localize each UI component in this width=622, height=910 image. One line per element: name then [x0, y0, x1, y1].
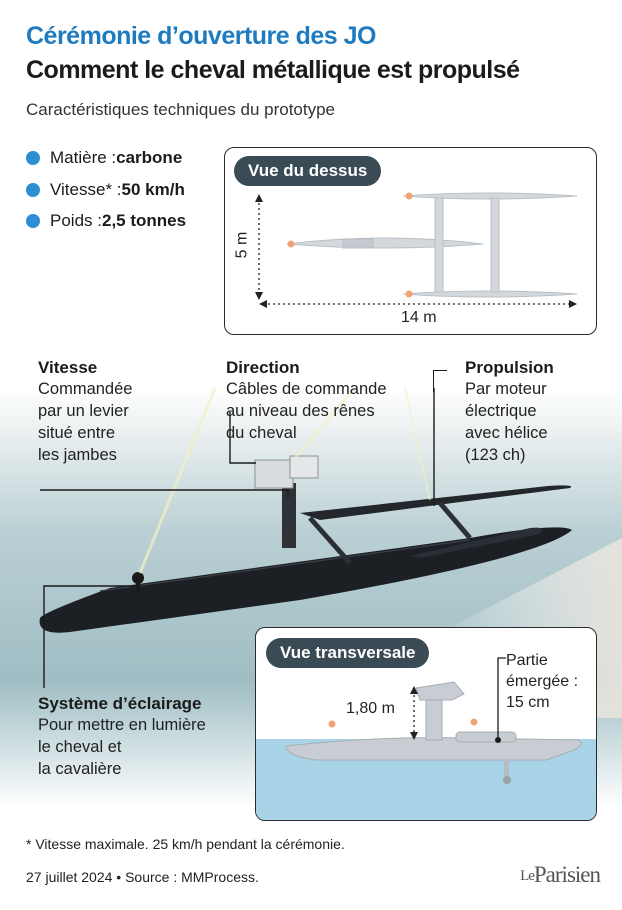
le-parisien-logo: LeParisien [520, 862, 601, 888]
cross-view-panel: Vue transversale 1,80 m Partie émergée :… [255, 627, 597, 821]
callout-line: du cheval [226, 424, 297, 442]
outrigger-float [300, 485, 572, 520]
top-float-lower [402, 290, 578, 298]
callout-line: situé entre [38, 424, 116, 442]
spec-speed: Vitesse* : 50 km/h [26, 180, 185, 200]
spec-label: Matière : [50, 148, 117, 167]
logo-le: Le [520, 868, 535, 884]
cross-deck [455, 731, 517, 743]
height-label: 1,80 m [346, 700, 395, 717]
emerged-line: émergée : [506, 673, 579, 690]
callout-vitesse: Vitesse Commandée par un levier situé en… [38, 358, 132, 466]
spec-value: 50 km/h [121, 180, 185, 199]
title-line-1: Cérémonie d’ouverture des JO [26, 22, 377, 50]
light-icon [287, 240, 295, 248]
top-crossbar-2 [490, 197, 500, 293]
emerged-leader-line [497, 657, 506, 740]
arrow-left-icon [259, 300, 267, 308]
light-icon [470, 718, 478, 726]
side-float [410, 527, 543, 558]
light-icon [405, 290, 413, 298]
top-main-hull [286, 237, 484, 249]
emerged-label: Partie émergée : 15 cm [506, 650, 578, 713]
callout-direction: Direction Câbles de commande au niveau d… [226, 358, 387, 444]
callout-line: avec hélice [465, 424, 548, 442]
top-view-pill: Vue du dessus [234, 156, 382, 186]
spec-value: 2,5 tonnes [101, 211, 187, 230]
emerged-line: 15 cm [506, 694, 550, 711]
cross-hull [285, 737, 582, 761]
arrow-down-icon [255, 292, 263, 300]
callout-title: Direction [226, 358, 300, 377]
logo-name: Parisien [533, 862, 601, 887]
top-float-upper [402, 192, 578, 200]
top-crossbar-1 [434, 197, 444, 293]
propulsion-leader-vertical [433, 370, 435, 392]
cross-mechanism [415, 681, 465, 701]
spec-material: Matière : carbone [26, 148, 182, 168]
arrow-up-icon [255, 194, 263, 202]
emerged-line: Partie [506, 652, 548, 669]
callout-propulsion: Propulsion Par moteur électrique avec hé… [465, 358, 554, 466]
callout-line: (123 ch) [465, 446, 526, 464]
steering-post [282, 483, 296, 548]
callout-line: les jambes [38, 446, 117, 464]
control-mechanism [254, 455, 319, 489]
light-icon [328, 720, 336, 728]
arrow-up-icon [410, 686, 418, 694]
propulsion-leader-line [433, 388, 435, 506]
propeller-icon [503, 776, 511, 784]
arrow-down-icon [410, 732, 418, 740]
eclairage-leader-line [43, 585, 138, 688]
callout-line: électrique [465, 402, 537, 420]
callout-title: Propulsion [465, 358, 554, 377]
callout-line: Par moteur [465, 380, 547, 398]
callout-title: Système d’éclairage [38, 694, 202, 713]
top-view-drawing [255, 192, 578, 308]
title-line-2: Comment le cheval métallique est propuls… [26, 56, 520, 84]
top-cockpit [342, 238, 374, 249]
callout-eclairage: Système d’éclairage Pour mettre en lumiè… [38, 694, 206, 780]
cross-propeller-shaft [504, 760, 509, 778]
spec-label: Poids : [50, 211, 102, 230]
crossbar [308, 516, 352, 565]
light-beam [293, 388, 357, 459]
propulsion-leader-top [433, 370, 447, 372]
top-view-panel: Vue du dessus 5 m 14 m [224, 147, 597, 335]
subtitle: Caractéristiques techniques du prototype [26, 100, 336, 119]
emerged-marker [495, 737, 501, 743]
direction-leader-line [229, 412, 256, 464]
vitesse-leader-line [40, 489, 289, 498]
dateline: 27 juillet 2024 • Source : MMProcess. [26, 869, 259, 885]
spec-value: carbone [116, 148, 183, 167]
callout-line: Commandée [38, 380, 133, 398]
cross-view-pill: Vue transversale [266, 638, 430, 668]
callout-line: la cavalière [38, 760, 122, 778]
light-icon [405, 192, 413, 200]
callout-line: Câbles de commande [226, 380, 387, 398]
arrow-right-icon [569, 300, 577, 308]
light-beam [138, 388, 217, 574]
bullet-icon [26, 214, 40, 228]
cross-view-drawing [256, 657, 596, 820]
callout-line: le cheval et [38, 738, 122, 756]
callout-line: par un levier [38, 402, 129, 420]
crossbar [438, 501, 472, 540]
length-label: 14 m [401, 309, 437, 326]
callout-line: Pour mettre en lumière [38, 716, 206, 734]
callout-line: au niveau des rênes [226, 402, 375, 420]
footnote: * Vitesse maximale. 25 km/h pendant la c… [26, 836, 345, 852]
bullet-icon [26, 183, 40, 197]
spec-label: Vitesse* : [50, 180, 122, 199]
light-beam [404, 388, 431, 501]
width-label: 5 m [233, 231, 251, 259]
callout-title: Vitesse [38, 358, 98, 377]
bullet-icon [26, 151, 40, 165]
spec-weight: Poids : 2,5 tonnes [26, 211, 186, 231]
